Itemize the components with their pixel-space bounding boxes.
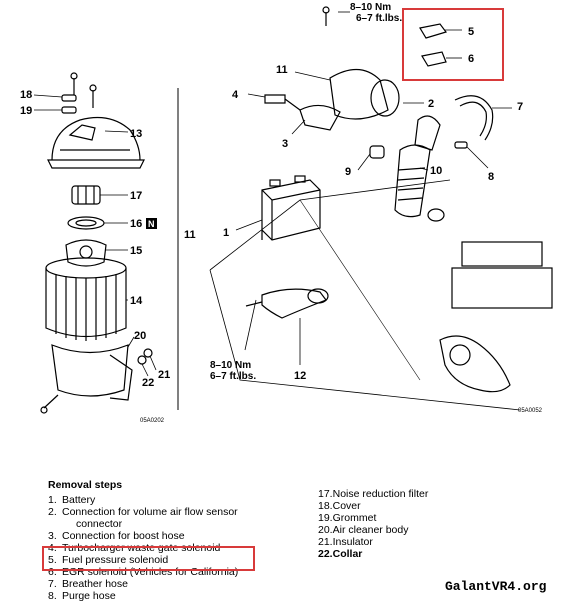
- removal-step: 21.Insulator: [318, 536, 428, 548]
- removal-step-text: Battery: [62, 494, 96, 506]
- callout-5: 5: [468, 26, 474, 38]
- removal-step-number: 20.: [318, 524, 333, 536]
- callout-16-badge: N: [148, 219, 155, 229]
- callout-11-top: 11: [276, 64, 288, 76]
- callout-15: 15: [130, 245, 142, 257]
- removal-step: 2. Connection for volume air flow sensor: [48, 506, 238, 518]
- removal-step-text: Fuel pressure solenoid: [62, 554, 169, 566]
- callout-11-mid: 11: [184, 229, 196, 241]
- removal-step-text: Connection for volume air flow sensor: [62, 506, 238, 518]
- callout-18: 18: [20, 89, 32, 101]
- removal-step: 20.Air cleaner body: [318, 524, 428, 536]
- callout-16-badge-box: [146, 218, 157, 229]
- removal-step-number: 7.: [48, 578, 57, 590]
- removal-step-number: 3.: [48, 530, 57, 542]
- removal-step: 22.Collar: [318, 548, 428, 560]
- removal-step: 8. Purge hose: [48, 590, 238, 602]
- removal-step: 7. Breather hose: [48, 578, 238, 590]
- callout-9: 9: [345, 166, 351, 178]
- callout-20: 20: [134, 330, 146, 342]
- removal-step: 4. Turbocharger waste gate solenoid: [48, 542, 238, 554]
- removal-step: 3. Connection for boost hose: [48, 530, 238, 542]
- removal-step-number: 6.: [48, 566, 57, 578]
- removal-step-text: connector: [76, 518, 123, 530]
- removal-step-text: Breather hose: [62, 578, 128, 590]
- air-cleaner-assembly: [33, 72, 157, 414]
- callout-13: 13: [130, 128, 142, 140]
- solenoid-highlight-box: [402, 8, 504, 81]
- torque-bottom-line1: 8–10 Nm: [210, 360, 251, 371]
- torque-top-line1: 8–10 Nm: [350, 2, 391, 13]
- removal-step-number: 1.: [48, 494, 57, 506]
- callout-19: 19: [20, 105, 32, 117]
- removal-step-number: 17.: [318, 488, 333, 500]
- watermark: GalantVR4.org: [445, 579, 547, 594]
- removal-step-number: 21.: [318, 536, 333, 548]
- removal-step: 19.Grommet: [318, 512, 428, 524]
- callout-10: 10: [430, 165, 442, 177]
- engine-bay-assembly: [209, 6, 553, 411]
- callout-4: 4: [232, 89, 239, 101]
- removal-step-text: Cover: [332, 500, 361, 512]
- callout-8: 8: [488, 171, 494, 183]
- removal-step-text: Connection for boost hose: [62, 530, 185, 542]
- removal-step-text: Turbocharger waste gate solenoid: [62, 542, 221, 554]
- removal-step-number: 4.: [48, 542, 57, 554]
- callout-12: 12: [294, 370, 306, 382]
- removal-step-text: Air cleaner body: [332, 524, 409, 536]
- removal-step-number: 19.: [318, 512, 333, 524]
- callout-3: 3: [282, 138, 288, 150]
- removal-step-number: 18.: [318, 500, 333, 512]
- callout-16: 16: [130, 218, 142, 230]
- callout-2: 2: [428, 98, 434, 110]
- removal-step-text: Grommet: [332, 512, 377, 524]
- removal-step-number: 8.: [48, 590, 57, 602]
- removal-step: 18.Cover: [318, 500, 428, 512]
- removal-step: 1. Battery: [48, 494, 238, 506]
- removal-step-text: Noise reduction filter: [332, 488, 429, 500]
- figure-code-right: 05A0052: [518, 408, 543, 414]
- callout-14: 14: [130, 295, 143, 307]
- removal-step-text: Collar: [332, 548, 363, 560]
- removal-step: 5. Fuel pressure solenoid: [48, 554, 238, 566]
- callout-21: 21: [158, 369, 170, 381]
- callout-7: 7: [517, 101, 523, 113]
- torque-top-line2: 6–7 ft.lbs.: [356, 13, 402, 24]
- figure-code-left: 05A0202: [140, 418, 165, 424]
- removal-step-number: 2.: [48, 506, 57, 518]
- removal-steps-title: Removal steps: [48, 479, 123, 491]
- torque-bottom-line2: 6–7 ft.lbs.: [210, 371, 256, 382]
- callout-1: 1: [223, 227, 229, 239]
- callout-6: 6: [468, 53, 474, 65]
- removal-step-number: 22.: [318, 548, 333, 560]
- callout-17: 17: [130, 190, 142, 202]
- exploded-diagram: 18 19 13 17 16 N 15 14 20 22 21 05A0202 …: [20, 2, 553, 424]
- removal-step: connector: [48, 518, 238, 530]
- removal-step-text: Purge hose: [62, 590, 116, 602]
- removal-step-number: 5.: [48, 554, 57, 566]
- callout-22: 22: [142, 377, 154, 389]
- steps-highlight-box: [42, 546, 255, 571]
- removal-step: 17.Noise reduction filter: [318, 488, 428, 500]
- removal-step-text: Insulator: [332, 536, 373, 548]
